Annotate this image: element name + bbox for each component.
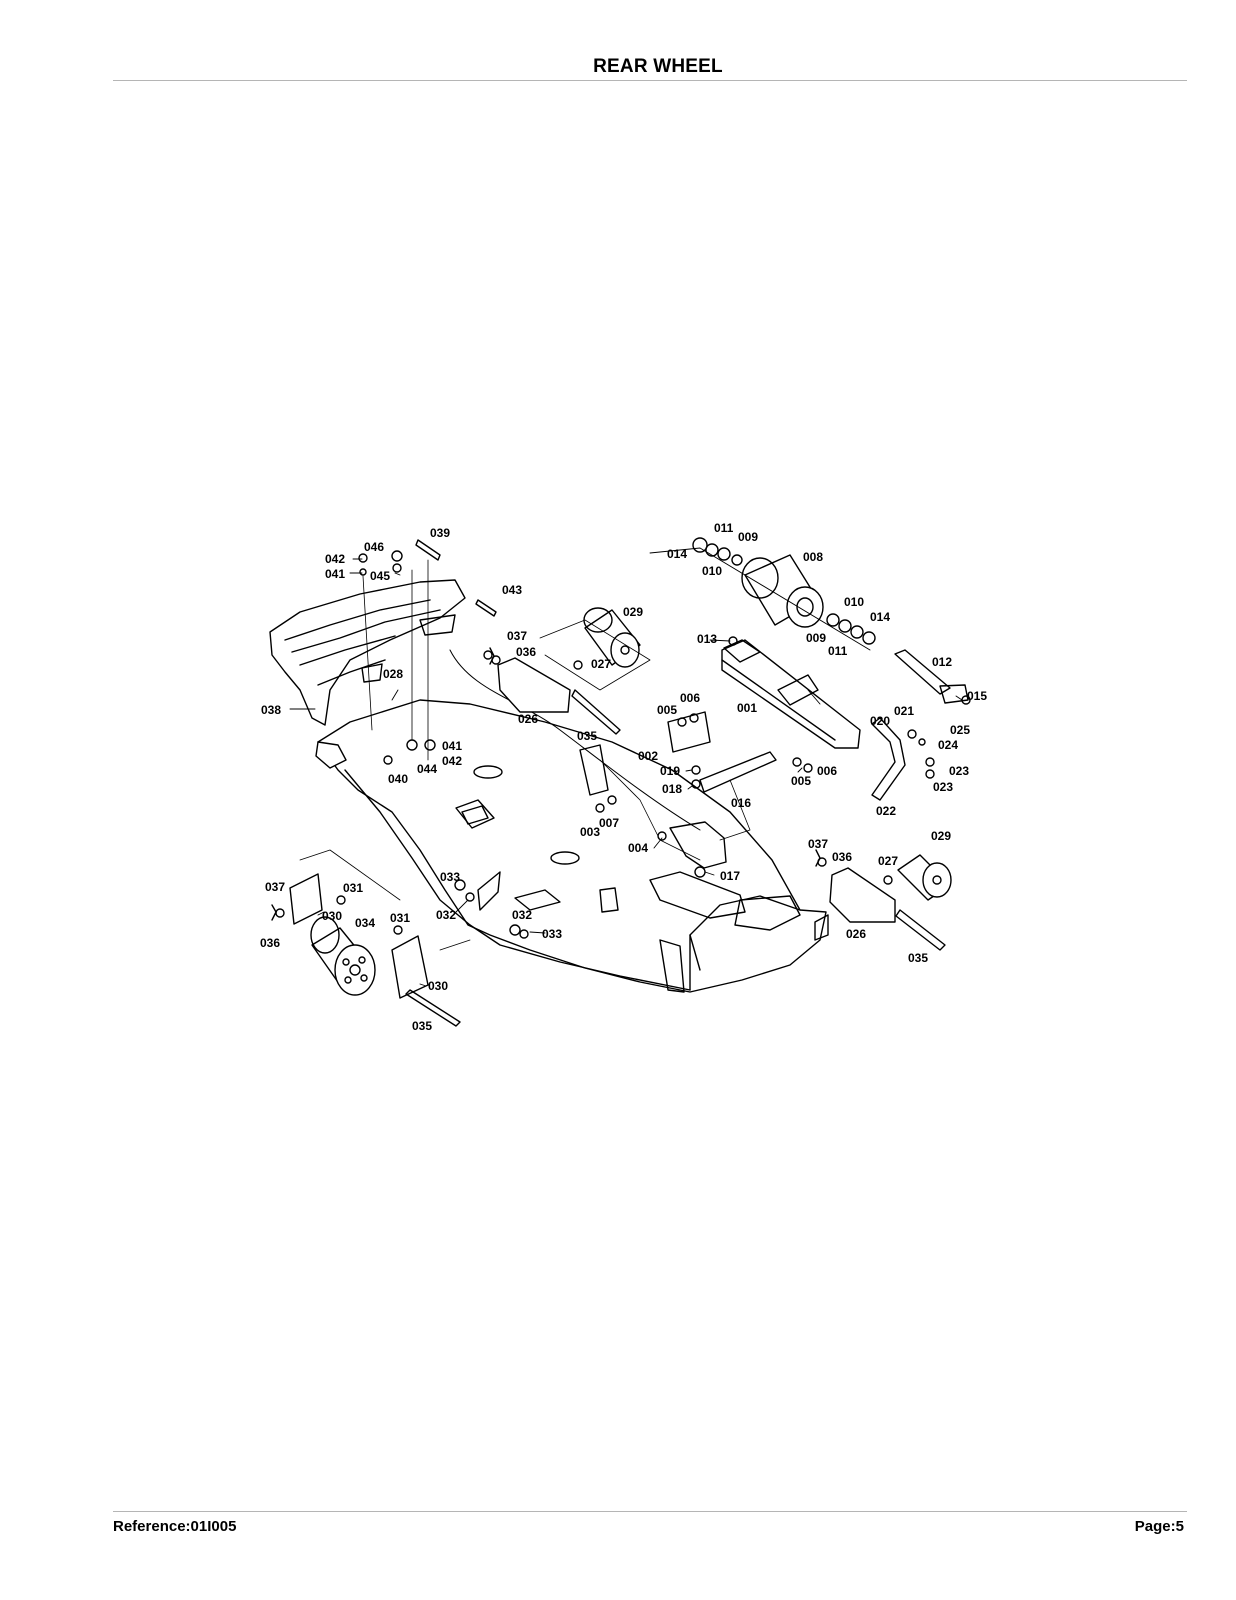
callout-036: 036 [832, 850, 852, 864]
callout-032: 032 [512, 908, 532, 922]
bracket-002 [667, 711, 711, 753]
callout-021: 021 [894, 704, 914, 718]
caster-wheel-029-lower [897, 854, 952, 901]
callout-010: 010 [702, 564, 722, 578]
callout-038: 038 [261, 703, 281, 717]
callout-014: 014 [870, 610, 890, 624]
footer-reference-value: 01I005 [190, 1518, 237, 1535]
axle-frame [721, 639, 861, 749]
callout-001: 001 [737, 701, 757, 715]
hardware-parts [271, 539, 971, 951]
callout-017: 017 [720, 869, 740, 883]
callout-044: 044 [417, 762, 437, 776]
callout-026: 026 [518, 712, 538, 726]
mower-deck [315, 699, 829, 993]
callout-031: 031 [343, 881, 363, 895]
callout-040: 040 [388, 772, 408, 786]
callout-039: 039 [430, 526, 450, 540]
callout-005: 005 [791, 774, 811, 788]
drive-belt [449, 649, 701, 831]
callout-029: 029 [931, 829, 951, 843]
callout-022: 022 [876, 804, 896, 818]
callout-030: 030 [322, 909, 342, 923]
callout-037: 037 [265, 880, 285, 894]
callout-033: 033 [542, 927, 562, 941]
callout-002: 002 [638, 749, 658, 763]
callout-014: 014 [667, 547, 687, 561]
footer-divider [113, 1511, 1187, 1512]
arm-020 [871, 717, 935, 801]
page-title: REAR WHEEL [593, 56, 723, 77]
callout-018: 018 [662, 782, 682, 796]
callout-019: 019 [660, 764, 680, 778]
callout-003: 003 [580, 825, 600, 839]
callout-034: 034 [355, 916, 375, 930]
callout-045: 045 [370, 569, 390, 583]
callout-009: 009 [806, 631, 826, 645]
header-divider [113, 80, 1187, 81]
callout-009: 009 [738, 530, 758, 544]
callout-025: 025 [950, 723, 970, 737]
bar-016 [699, 751, 777, 793]
callout-037: 037 [507, 629, 527, 643]
washer-stack-right [826, 613, 876, 645]
wheel-008 [741, 554, 824, 628]
caster-bracket-026-upper [497, 657, 621, 735]
callout-043: 043 [502, 583, 522, 597]
callout-035: 035 [412, 1019, 432, 1033]
callout-016: 016 [731, 796, 751, 810]
footer-reference-label: Reference: [113, 1518, 191, 1535]
caster-plate-030b [391, 935, 429, 999]
callout-029: 029 [623, 605, 643, 619]
shaft-012 [894, 649, 969, 704]
callout-010: 010 [844, 595, 864, 609]
caster-wheel-034 [310, 916, 376, 996]
caster-bracket-026-lower [829, 867, 946, 951]
callout-008: 008 [803, 550, 823, 564]
callout-011: 011 [714, 521, 734, 535]
callout-006: 006 [817, 764, 837, 778]
callout-030: 030 [428, 979, 448, 993]
callout-023: 023 [949, 764, 969, 778]
callout-037: 037 [808, 837, 828, 851]
callout-023: 023 [933, 780, 953, 794]
callout-026: 026 [846, 927, 866, 941]
belt-cover [269, 579, 466, 726]
callout-006: 006 [680, 691, 700, 705]
washer-stack-left [692, 537, 743, 566]
caster-plate-030a [289, 873, 323, 925]
callout-020: 020 [870, 714, 890, 728]
callout-005: 005 [657, 703, 677, 717]
callout-007: 007 [599, 816, 619, 830]
callout-032: 032 [436, 908, 456, 922]
callout-042: 042 [442, 754, 462, 768]
leader-lines [289, 558, 963, 987]
callout-036: 036 [260, 936, 280, 950]
footer-page-number: Page:5 [1135, 1518, 1184, 1535]
footer-page-label: Page: [1134, 1518, 1176, 1535]
callout-035: 035 [577, 729, 597, 743]
callout-031: 031 [390, 911, 410, 925]
footer-reference: Reference:01I005 [113, 1518, 236, 1535]
callout-036: 036 [516, 645, 536, 659]
callout-035: 035 [908, 951, 928, 965]
callout-024: 024 [938, 738, 958, 752]
pin-035-lower [405, 989, 461, 1027]
callout-046: 046 [364, 540, 384, 554]
callout-033: 033 [440, 870, 460, 884]
footer-page-value: 5 [1175, 1518, 1184, 1535]
callout-042: 042 [325, 552, 345, 566]
callout-011: 011 [828, 644, 848, 658]
callout-013: 013 [697, 632, 717, 646]
callout-027: 027 [591, 657, 611, 671]
callout-012: 012 [932, 655, 952, 669]
callout-041: 041 [442, 739, 462, 753]
callout-028: 028 [383, 667, 403, 681]
callout-015: 015 [967, 689, 987, 703]
callout-004: 004 [628, 841, 648, 855]
callout-027: 027 [878, 854, 898, 868]
callout-041: 041 [325, 567, 345, 581]
